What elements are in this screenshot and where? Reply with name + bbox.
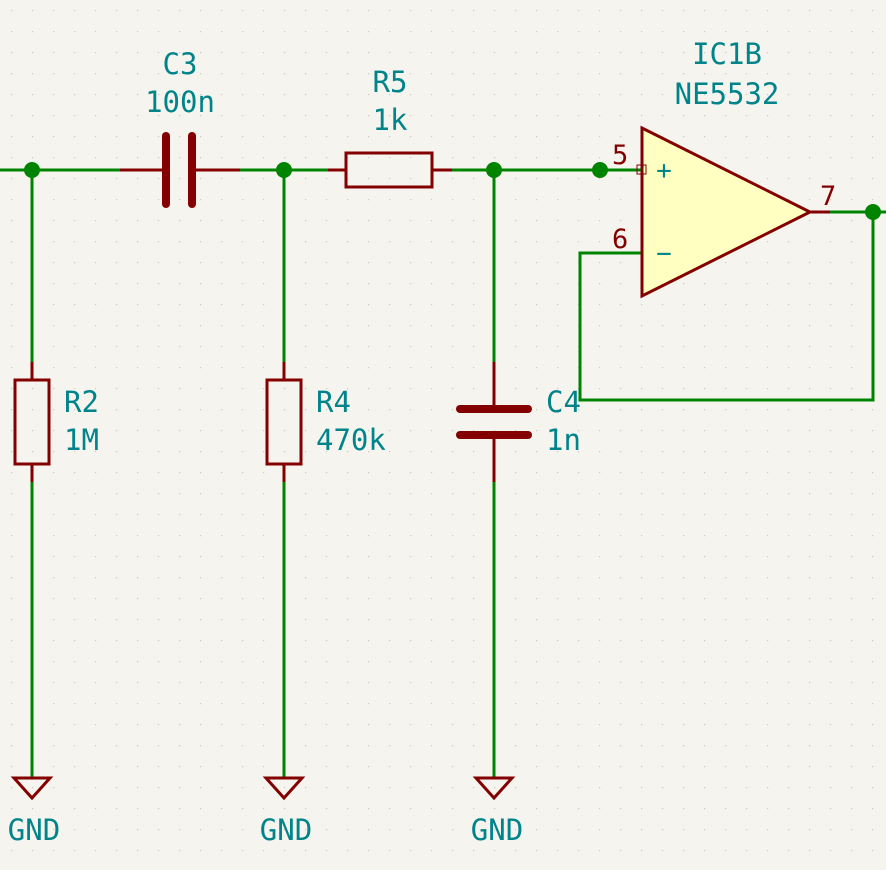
c3-value: 100n	[145, 85, 215, 119]
resistor-r4[interactable]: R4 470k	[265, 362, 386, 482]
wire-network	[0, 168, 886, 778]
capacitor-c3[interactable]: C3 100n	[120, 47, 240, 208]
c4-value: 1n	[546, 423, 581, 457]
r4-ref: R4	[316, 385, 351, 419]
opamp-ic1b[interactable]: + − 5 6 7 IC1B NE5532	[612, 37, 836, 299]
junction-dot	[592, 162, 608, 178]
opamp-body	[640, 125, 814, 299]
c3-ref: C3	[163, 47, 198, 81]
grid	[11, 10, 874, 852]
ground-symbol[interactable]: GND	[260, 776, 312, 847]
junction-dot	[276, 162, 292, 178]
pin-7-label: 7	[820, 181, 836, 212]
pin-6-label: 6	[612, 224, 628, 255]
plus-symbol: +	[656, 156, 672, 186]
r5-ref: R5	[373, 65, 408, 99]
r5-value: 1k	[373, 103, 408, 137]
ground-symbol[interactable]: GND	[471, 776, 523, 847]
c4-ref: C4	[546, 385, 581, 419]
ic1b-value: NE5532	[675, 77, 780, 111]
r4-value: 470k	[316, 423, 386, 457]
minus-symbol: −	[656, 239, 672, 269]
pin-5-marker	[636, 164, 647, 175]
gnd-label: GND	[260, 813, 312, 847]
gnd-label: GND	[8, 813, 60, 847]
r2-ref: R2	[64, 385, 99, 419]
resistor-r5[interactable]: R5 1k	[328, 65, 452, 189]
ic1b-ref: IC1B	[692, 37, 762, 71]
capacitor-c4[interactable]: C4 1n	[456, 362, 581, 482]
junction-dot	[486, 162, 502, 178]
junction-dot	[24, 162, 40, 178]
junction-dot	[865, 204, 881, 220]
gnd-label: GND	[471, 813, 523, 847]
pin-5-label: 5	[612, 140, 628, 171]
r2-value: 1M	[64, 423, 99, 457]
ground-symbol[interactable]: GND	[8, 776, 60, 847]
resistor-r2[interactable]: R2 1M	[13, 362, 99, 482]
junctions	[24, 162, 881, 220]
